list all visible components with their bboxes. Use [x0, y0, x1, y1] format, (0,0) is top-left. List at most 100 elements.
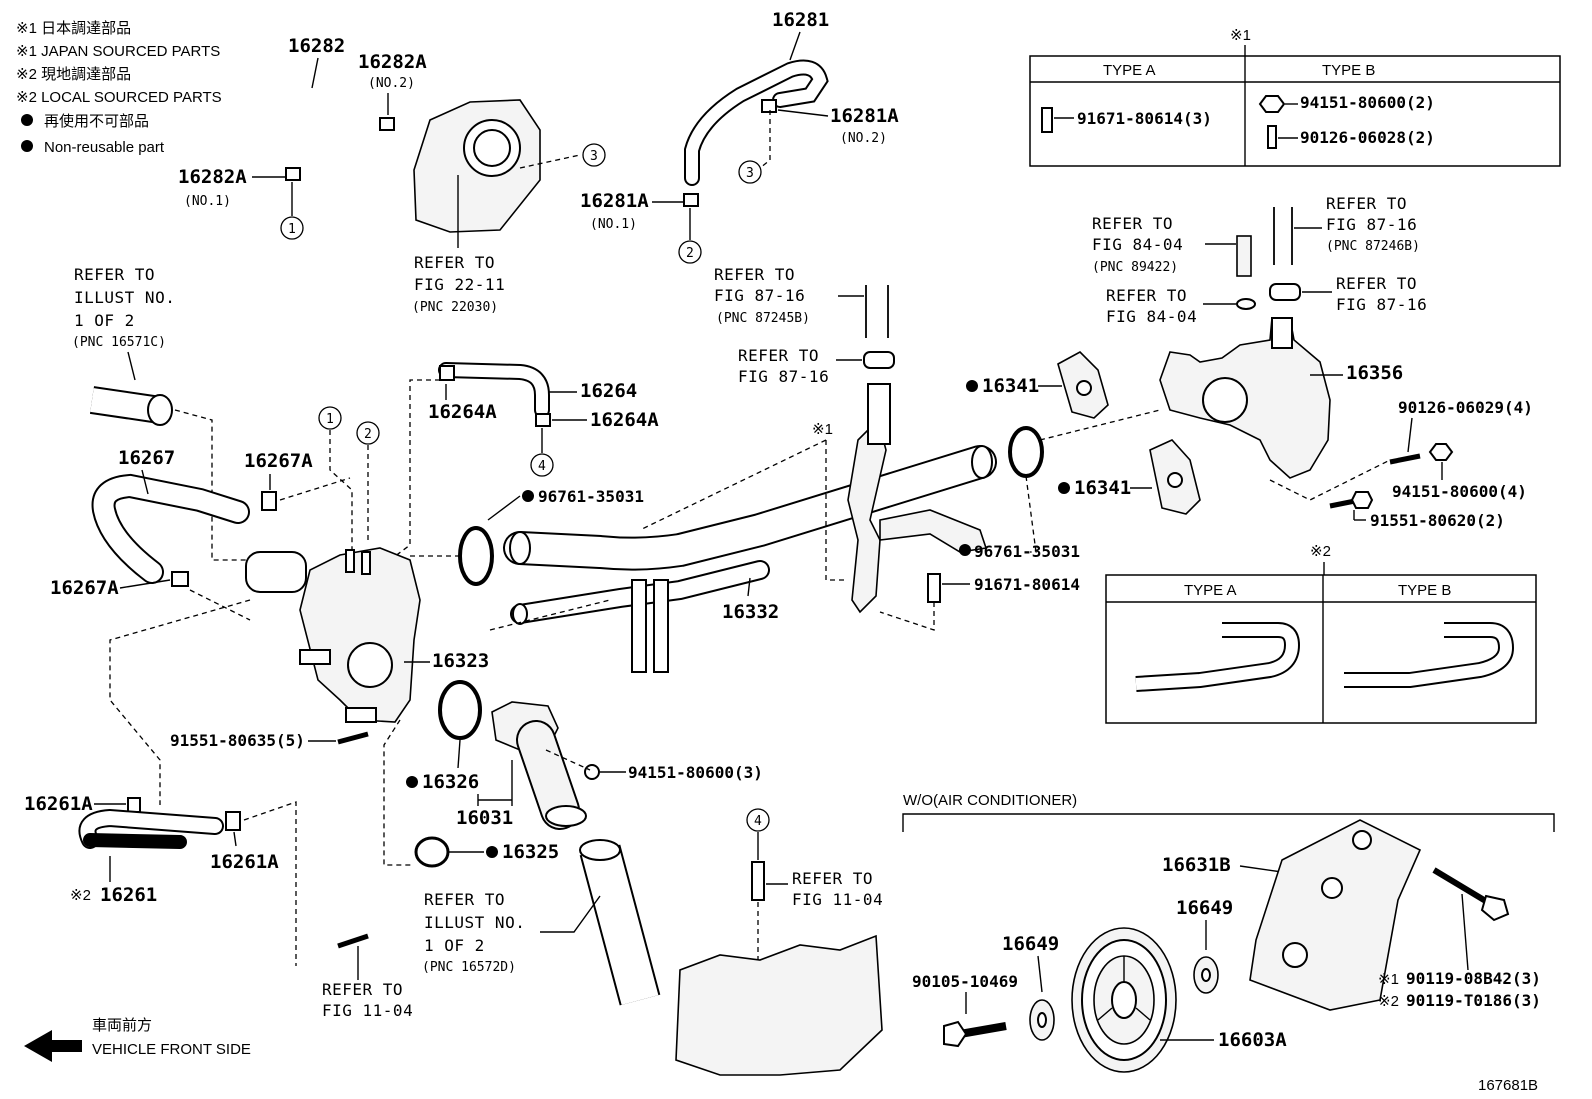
ref-circle-4 [530, 453, 554, 477]
non-reusable-dot-icon [21, 114, 33, 126]
part-16267A-a: 16267A [244, 450, 313, 472]
ref-fig-11-04-a-line1: REFER TO [322, 980, 403, 999]
ref-fig-87-16-c-line3: (PNC 87246B) [1326, 239, 1420, 254]
part-90105-10469: 90105-10469 [912, 972, 1018, 991]
svg-text:4: 4 [538, 459, 546, 474]
legend: ※1 日本調達部品 ※1 JAPAN SOURCED PARTS ※2 現地調達… [16, 20, 222, 156]
svg-text:4: 4 [754, 814, 762, 829]
ref-fig-84-04-a-line3: (PNC 89422) [1092, 260, 1178, 275]
ref-circle-2 [356, 421, 380, 445]
front-en: VEHICLE FRONT SIDE [92, 1041, 251, 1058]
part-16282A-no2-sub: (NO.2) [368, 76, 415, 91]
svg-text:3: 3 [746, 166, 754, 181]
table1-mark: ※1 [1230, 27, 1251, 44]
part-96761-35031-b: 96761-35031 [974, 542, 1080, 561]
svg-text:1: 1 [326, 412, 334, 427]
ref-circle-3 [582, 143, 606, 167]
water-pipe-group: 96761-35031 16332 ※1 96761-35031 91671-8… [410, 383, 1080, 673]
mark-2-bolt: ※2 [1378, 993, 1399, 1010]
ref-fig-84-04-a-line1: REFER TO [1092, 214, 1173, 233]
non-reusable-dot-icon [21, 140, 33, 152]
part-16261A-b: 16261A [210, 851, 279, 873]
footer: 車両前方 VEHICLE FRONT SIDE 167681B [24, 1017, 1538, 1094]
svg-text:2: 2 [686, 246, 694, 261]
ref-fig-87-16-a-line2: FIG 87-16 [714, 286, 805, 305]
diagram-id: 167681B [1478, 1077, 1538, 1094]
nut-icon [1258, 95, 1286, 113]
ref-illust-2-line3: 1 OF 2 [424, 936, 485, 955]
ref-fig-87-16-b-line1: REFER TO [738, 346, 819, 365]
table1-col-a: TYPE A [1103, 62, 1156, 79]
part-16281: 16281 [772, 9, 829, 31]
legend-line-6: Non-reusable part [44, 139, 165, 156]
ref-fig-87-16-b-line2: FIG 87-16 [738, 367, 829, 386]
hose-16281-group: 16281 16281A (NO.2) 3 16281A (NO.1) 2 [580, 9, 899, 264]
section-wo-ac: W/O(AIR CONDITIONER) [903, 792, 1077, 809]
table1-col-b: TYPE B [1322, 62, 1375, 79]
table2-col-b: TYPE B [1398, 582, 1451, 599]
part-16031: 16031 [456, 807, 513, 829]
ref-illust-1-line1: REFER TO [74, 265, 155, 284]
part-16261A-a: 16261A [24, 793, 93, 815]
non-reusable-dot-icon [486, 846, 498, 858]
legend-line-4: ※2 LOCAL SOURCED PARTS [16, 89, 222, 106]
throttle-body: 3 REFER TO FIG 22-11 (PNC 22030) [412, 99, 606, 315]
ref-fig-22-11-line1: REFER TO [414, 253, 495, 272]
ref-fig-84-04-a-line2: FIG 84-04 [1092, 235, 1183, 254]
part-16603A: 16603A [1218, 1029, 1287, 1051]
ref-circle-2 [678, 240, 702, 264]
part-91551-80620: 91551-80620(2) [1370, 511, 1505, 530]
ref-circle-3 [738, 160, 762, 184]
table2-mark: ※2 [1310, 543, 1331, 560]
part-94151-80600-3: 94151-80600(3) [628, 763, 763, 782]
ref-fig-87-16-d-line1: REFER TO [1336, 274, 1417, 293]
part-16649-b: 16649 [1176, 897, 1233, 919]
front-jp: 車両前方 [92, 1017, 152, 1034]
part-96761-35031-a: 96761-35031 [538, 487, 644, 506]
ref-circle-1 [318, 406, 342, 430]
svg-text:2: 2 [364, 427, 372, 442]
ref-fig-11-04-b-line1: REFER TO [792, 869, 873, 888]
ref-fig-87-16-c-line1: REFER TO [1326, 194, 1407, 213]
ref-circle-1 [280, 216, 304, 240]
part-16281A-no1: 16281A [580, 190, 649, 212]
part-16281A-no2-sub: (NO.2) [840, 131, 887, 146]
part-16264A-b: 16264A [590, 409, 659, 431]
bottom-center-refs: REFER TO ILLUST NO. 1 OF 2 (PNC 16572D) … [422, 808, 883, 1076]
part-91551-80635: 91551-80635(5) [170, 731, 305, 750]
table1-a-part: 91671-80614(3) [1077, 109, 1212, 128]
ref-fig-87-16-c-line2: FIG 87-16 [1326, 215, 1417, 234]
table-type-1: ※1 TYPE A TYPE B 91671-80614(3) 94151-80… [1029, 27, 1561, 167]
part-16261: 16261 [100, 884, 157, 906]
part-16261-mark: ※2 [70, 887, 91, 904]
part-16281A-no2: 16281A [830, 105, 899, 127]
ref-circle-4 [746, 808, 770, 832]
part-16282A-no2: 16282A [358, 51, 427, 73]
ref-illust-2-line1: REFER TO [424, 890, 505, 909]
non-reusable-dot-icon [522, 490, 534, 502]
part-91671-80614: 91671-80614 [974, 575, 1080, 594]
part-16267: 16267 [118, 447, 175, 469]
ref-fig-87-16-d-line2: FIG 87-16 [1336, 295, 1427, 314]
non-reusable-dot-icon [406, 776, 418, 788]
part-16341-a: 16341 [982, 375, 1039, 397]
part-90119-T0186: 90119-T0186(3) [1406, 991, 1541, 1010]
center-refs: REFER TO FIG 87-16 (PNC 87245B) REFER TO… [714, 265, 895, 386]
part-16264: 16264 [580, 380, 637, 402]
part-16326: 16326 [422, 771, 479, 793]
part-16281A-no1-sub: (NO.1) [590, 217, 637, 232]
part-16325: 16325 [502, 841, 559, 863]
ref-fig-84-04-b-line2: FIG 84-04 [1106, 307, 1197, 326]
legend-line-5: 再使用不可部品 [44, 113, 149, 130]
hose-16282-group: 16282 16282A (NO.1) 16282A (NO.2) 1 [178, 35, 427, 240]
water-inlet-housing: 16323 91551-80635(5) [109, 547, 489, 866]
ref-illust-1-line2: ILLUST NO. [74, 288, 175, 307]
temp-sensor [1236, 235, 1252, 277]
part-16631B: 16631B [1162, 854, 1231, 876]
vehicle-front-arrow-icon [24, 1030, 82, 1062]
bolt-icon [1041, 107, 1053, 133]
part-16282A-no1: 16282A [178, 166, 247, 188]
table2-col-a: TYPE A [1184, 582, 1237, 599]
ref-fig-22-11-line3: (PNC 22030) [412, 300, 498, 315]
non-reusable-dot-icon [1058, 482, 1070, 494]
